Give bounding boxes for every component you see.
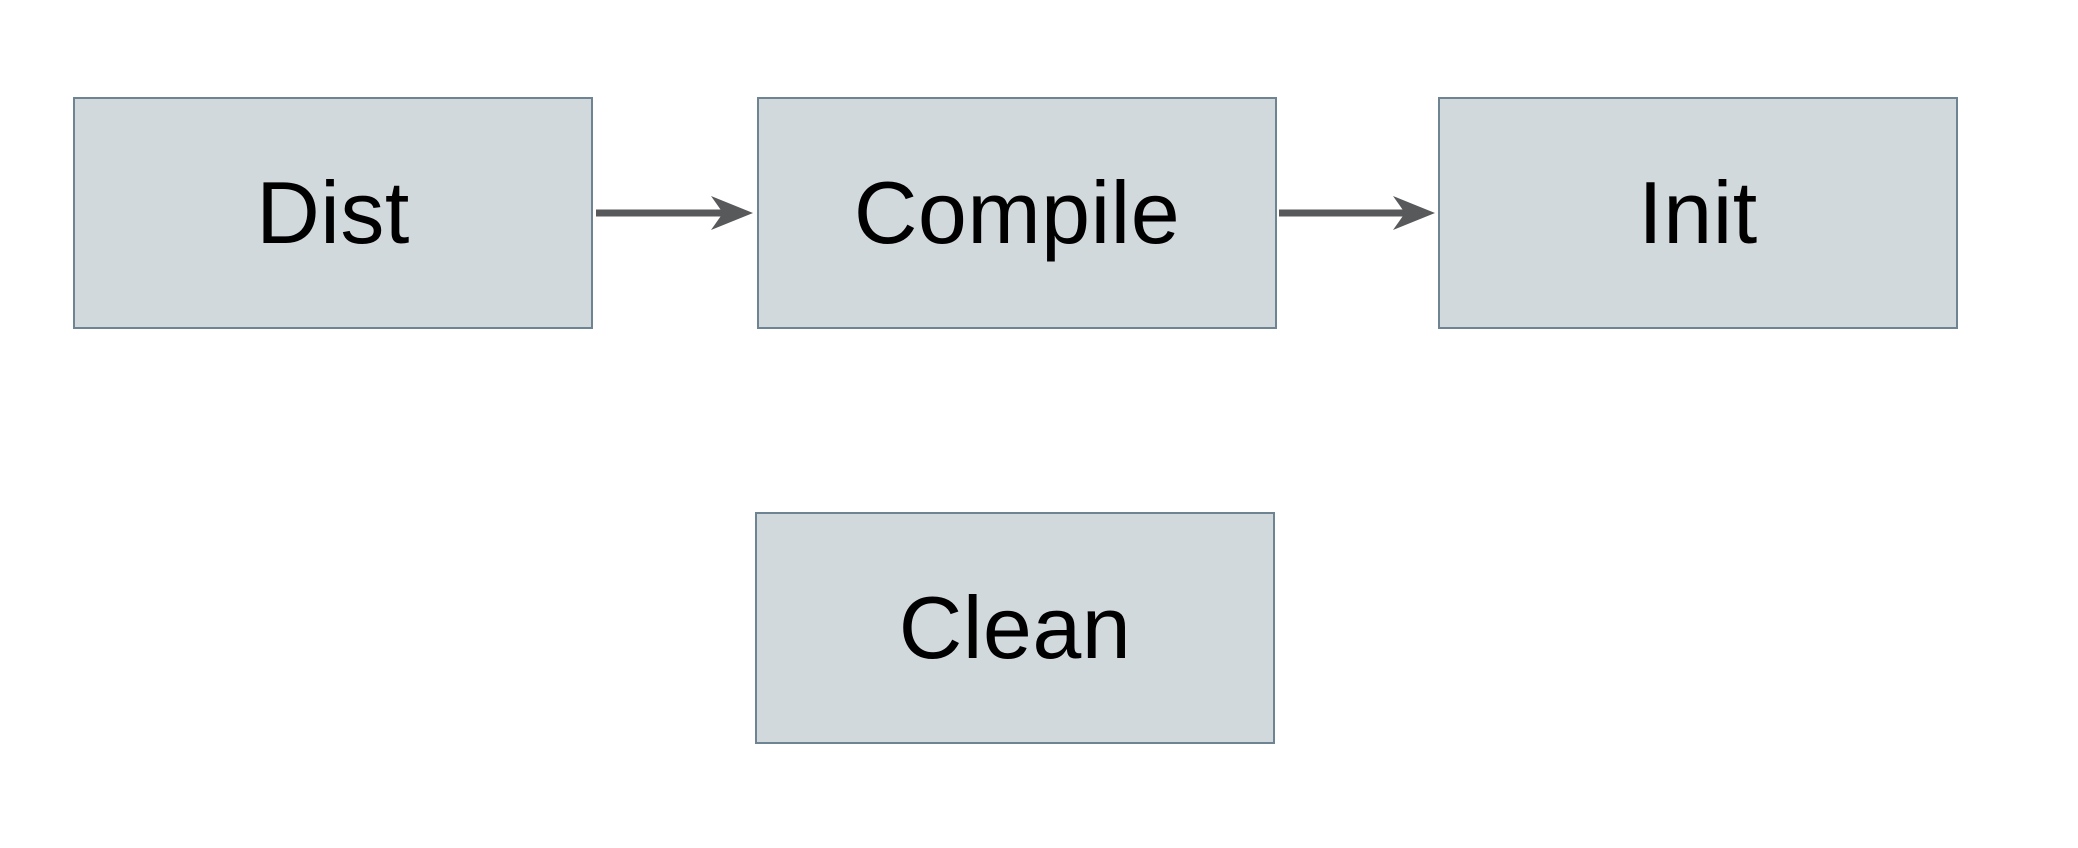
arrow-dist-to-compile bbox=[596, 196, 753, 230]
node-dist[interactable]: Dist bbox=[73, 97, 593, 329]
node-compile[interactable]: Compile bbox=[757, 97, 1277, 329]
node-dist-label: Dist bbox=[256, 163, 410, 262]
node-init-label: Init bbox=[1638, 163, 1758, 262]
node-init[interactable]: Init bbox=[1438, 97, 1958, 329]
arrow-compile-to-init bbox=[1279, 196, 1435, 230]
node-clean[interactable]: Clean bbox=[755, 512, 1275, 744]
node-compile-label: Compile bbox=[853, 163, 1181, 262]
node-clean-label: Clean bbox=[898, 578, 1132, 677]
